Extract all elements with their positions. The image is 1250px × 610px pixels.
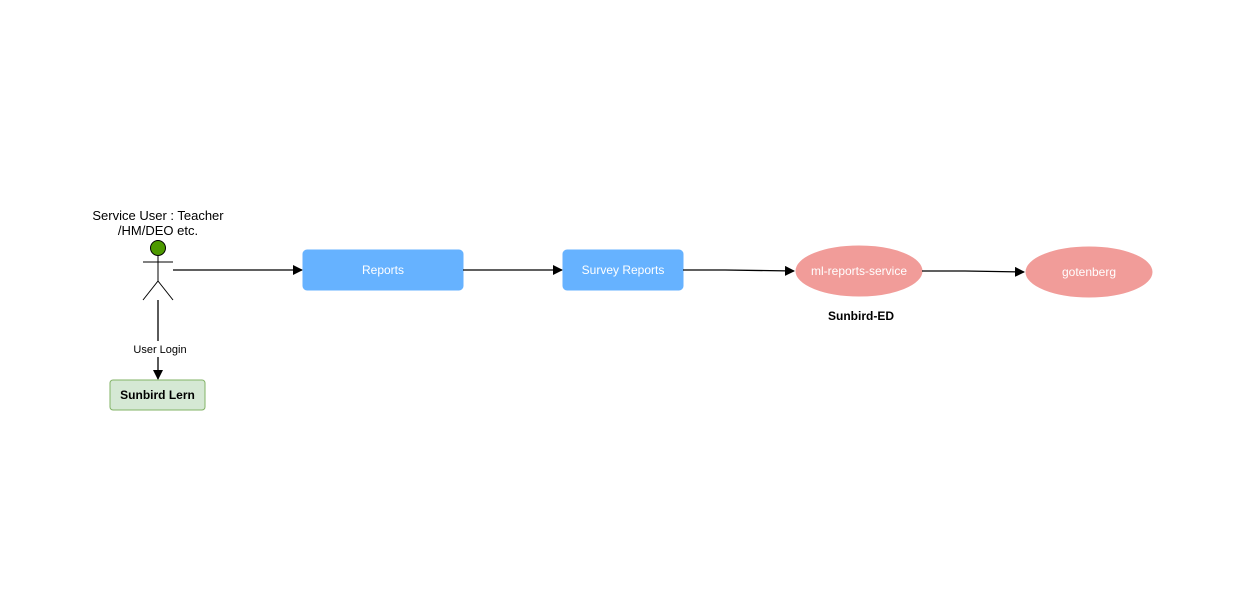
actor-label-line1: Service User : Teacher	[92, 208, 224, 223]
sunbird-ed-group-label: Sunbird-ED	[828, 309, 894, 323]
sunbird-lern-label: Sunbird Lern	[120, 388, 195, 402]
gotenberg-label: gotenberg	[1062, 265, 1116, 279]
actor-head	[150, 240, 166, 256]
actor-right-leg	[157, 280, 174, 301]
edge-survey-reports-to-ml-reports-service	[683, 265, 795, 276]
gotenberg-ellipse	[1025, 246, 1153, 298]
ml-reports-service-label: ml-reports-service	[811, 264, 907, 278]
reports-node[interactable]: Reports	[302, 249, 464, 291]
survey-reports-node[interactable]: Survey Reports	[562, 249, 684, 291]
gotenberg-node[interactable]: gotenberg	[1025, 246, 1153, 298]
reports-label: Reports	[362, 263, 404, 277]
sunbird-lern-box	[109, 379, 206, 411]
user-login-edge-label: User Login	[133, 344, 186, 356]
actor-figure[interactable]	[142, 240, 174, 301]
ml-reports-service-node[interactable]: ml-reports-service	[795, 245, 923, 297]
survey-reports-label: Survey Reports	[582, 263, 665, 277]
sunbird-lern-node[interactable]: Sunbird Lern	[109, 379, 206, 411]
edge-ml-reports-service-to-gotenberg	[922, 266, 1025, 277]
actor-left-leg	[142, 280, 159, 301]
actor-label-line2: /HM/DEO etc.	[118, 223, 198, 238]
